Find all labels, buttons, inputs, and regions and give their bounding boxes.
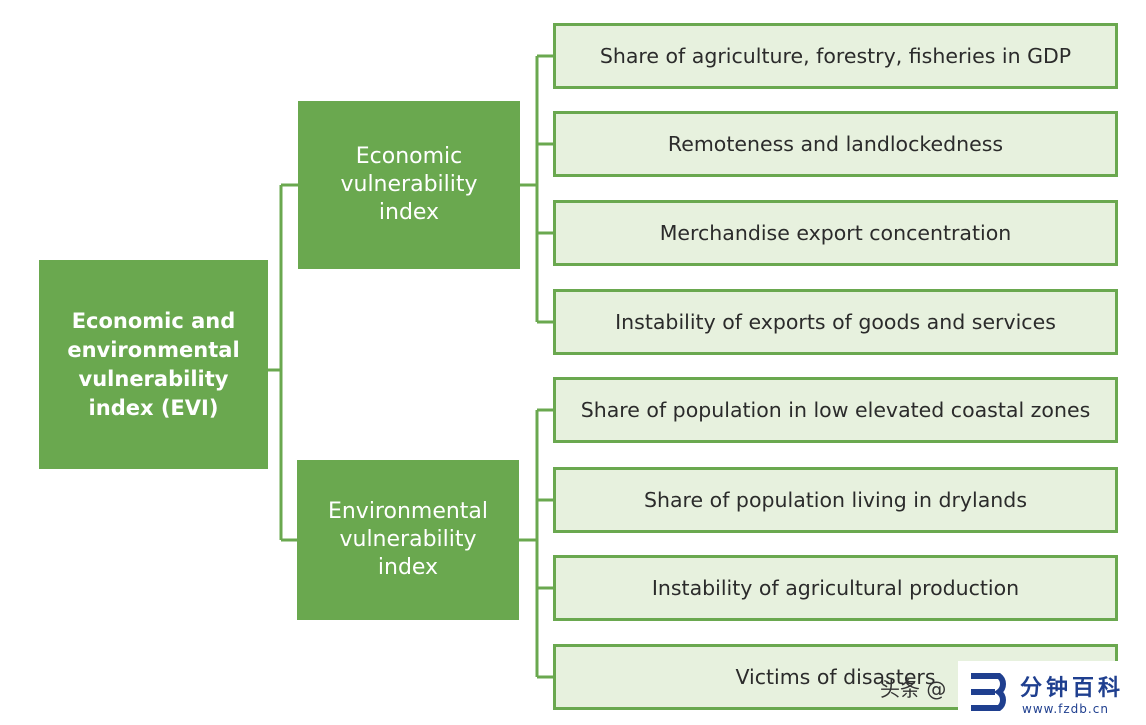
watermark-brand-title: 分钟百科 [1020,676,1125,701]
leaf-label: Instability of agricultural production [651,576,1020,600]
leaf-agricultural-instability: Instability of agricultural production [553,555,1118,621]
leaf-label: Share of population living in drylands [643,488,1027,512]
leaf-export-concentration: Merchandise export concentration [553,200,1118,266]
node-economic-vulnerability-index: Economic vulnerability index [298,101,520,269]
node-label: Economic vulnerability index [340,144,478,225]
leaf-label: Instability of exports of goods and serv… [615,310,1056,334]
leaf-label: Remoteness and landlockedness [667,132,1004,156]
leaf-label: Victims of disasters [735,665,936,689]
leaf-label: Merchandise export concentration [659,221,1012,245]
root-node-label: Economic and environmental vulnerability… [67,308,240,420]
leaf-label: Share of agriculture, forestry, fisherie… [599,44,1072,68]
node-label: Environmental vulnerability index [327,499,489,580]
watermark-url: www.fzdb.cn [1022,702,1109,716]
leaf-remoteness: Remoteness and landlockedness [553,111,1118,177]
leaf-coastal-population: Share of population in low elevated coas… [553,377,1118,443]
leaf-export-instability: Instability of exports of goods and serv… [553,289,1118,355]
root-node-evi: Economic and environmental vulnerability… [39,260,268,469]
brand-logo-icon [971,673,1006,711]
watermark-source-text: 头条 @ [880,677,947,701]
leaf-label: Share of population in low elevated coas… [580,398,1091,422]
leaf-drylands-population: Share of population living in drylands [553,467,1118,533]
leaf-agriculture-share: Share of agriculture, forestry, fisherie… [553,23,1118,89]
node-environmental-vulnerability-index: Environmental vulnerability index [297,460,519,620]
